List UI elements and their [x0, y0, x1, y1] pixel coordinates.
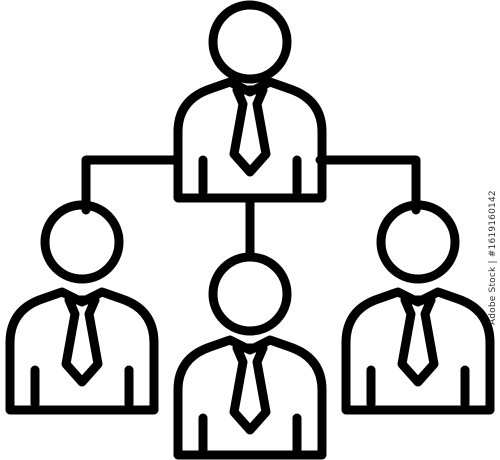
connector-lines — [81, 155, 421, 261]
manager-person-icon — [173, 0, 327, 203]
right-employee-person-icon — [341, 200, 495, 415]
left-employee-person-icon — [5, 200, 159, 415]
center-employee-person-icon — [173, 252, 327, 460]
stock-id-watermark: Adobe Stock | #1619160142 — [488, 190, 498, 325]
